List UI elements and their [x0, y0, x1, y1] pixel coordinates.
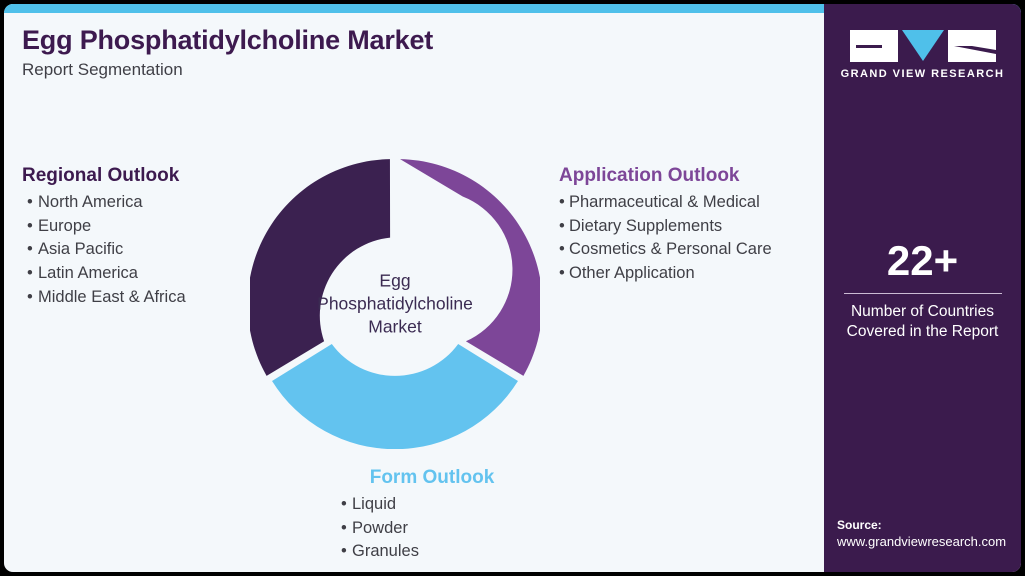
- list-item-label: North America: [38, 192, 143, 211]
- list-item: • North America: [27, 191, 257, 215]
- donut-segment-regional: [250, 159, 391, 376]
- bullet-icon: •: [27, 287, 33, 306]
- gvr-logo-mark-icon: [849, 30, 996, 62]
- regional-outlook-heading: Regional Outlook: [22, 165, 180, 186]
- list-item-label: Pharmaceutical & Medical: [569, 192, 760, 211]
- regional-outlook-list: • North America • Europe • Asia Pacific • La…: [22, 191, 257, 310]
- list-item-label: Granules: [352, 542, 419, 561]
- donut-center-line-1: Egg: [379, 270, 411, 291]
- list-item: •Dietary Supplements: [559, 215, 824, 239]
- bullet-icon: •: [27, 192, 33, 211]
- list-item-label: Europe: [38, 216, 92, 235]
- donut-svg: [250, 159, 540, 449]
- source-block: Source: www.grandviewresearch.com: [837, 517, 1017, 550]
- application-outlook-block: Application Outlook •Pharmaceutical & Me…: [559, 165, 824, 286]
- bullet-icon: •: [27, 240, 33, 259]
- regional-outlook-block: Regional Outlook • North America • Europe …: [22, 165, 257, 310]
- donut-center-label: Egg Phosphatidylcholine Market: [290, 270, 500, 339]
- bullet-icon: •: [559, 240, 565, 259]
- list-item-label: Other Application: [569, 264, 695, 283]
- bullet-icon: •: [341, 518, 347, 537]
- donut-segment-form: [272, 344, 518, 449]
- bullet-icon: •: [27, 264, 33, 283]
- donut-center-line-2: Phosphatidylcholine: [317, 293, 473, 314]
- bullet-icon: •: [341, 542, 347, 561]
- logo-letter-r-icon: [947, 30, 996, 62]
- list-item: •Other Application: [559, 262, 824, 286]
- stat-label-line-1: Number of Countries: [850, 303, 994, 320]
- list-item-label: Liquid: [352, 494, 397, 513]
- list-item: • Middle East & Africa: [27, 286, 257, 310]
- list-item: •Cosmetics & Personal Care: [559, 238, 824, 262]
- stat-value: 22+: [886, 237, 959, 284]
- list-item-label: Middle East & Africa: [38, 287, 186, 306]
- bullet-icon: •: [559, 192, 565, 211]
- list-item: •Pharmaceutical & Medical: [559, 191, 824, 215]
- application-outlook-list: •Pharmaceutical & Medical •Dietary Suppl…: [559, 191, 824, 286]
- list-item: • Europe: [27, 215, 257, 239]
- bullet-icon: •: [27, 216, 33, 235]
- list-item: • Granules: [341, 540, 542, 564]
- bullet-icon: •: [559, 264, 565, 283]
- list-item: • Asia Pacific: [27, 238, 257, 262]
- list-item: • Latin America: [27, 262, 257, 286]
- stat-label: Number of Countries Covered in the Repor…: [824, 302, 1021, 342]
- form-outlook-heading: Form Outlook: [369, 467, 495, 488]
- list-item: • Liquid: [341, 493, 542, 517]
- top-accent-bar: [4, 4, 1021, 13]
- brand-logo: GRAND VIEW RESEARCH: [824, 30, 1021, 80]
- donut-center-line-3: Market: [368, 316, 422, 337]
- countries-stat: 22+ Number of Countries Covered in the R…: [824, 240, 1021, 342]
- list-item-label: Asia Pacific: [38, 240, 124, 259]
- list-item-label: Cosmetics & Personal Care: [569, 240, 772, 259]
- page-subtitle: Report Segmentation: [22, 59, 183, 79]
- brand-sidebar: GRAND VIEW RESEARCH 22+ Number of Countr…: [824, 4, 1021, 572]
- list-item-label: Powder: [352, 518, 408, 537]
- list-item-label: Latin America: [38, 264, 138, 283]
- header: Egg Phosphatidylcholine Market Report Se…: [22, 25, 642, 79]
- form-outlook-list: • Liquid • Powder • Granules: [322, 493, 542, 564]
- form-outlook-block: Form Outlook • Liquid • Powder • Granules: [322, 467, 542, 564]
- logo-letter-v-icon: [901, 30, 944, 61]
- source-url[interactable]: www.grandviewresearch.com: [837, 534, 1007, 549]
- logo-wordmark: GRAND VIEW RESEARCH: [840, 68, 1005, 80]
- page-title: Egg Phosphatidylcholine Market: [22, 25, 434, 55]
- application-outlook-heading: Application Outlook: [559, 165, 740, 186]
- logo-letter-g-icon: [849, 30, 898, 62]
- segmentation-donut-chart: Egg Phosphatidylcholine Market: [250, 159, 540, 449]
- stat-divider: [843, 293, 1002, 294]
- bullet-icon: •: [559, 216, 565, 235]
- bullet-icon: •: [341, 494, 347, 513]
- list-item: • Powder: [341, 517, 542, 541]
- donut-segment-application: [400, 159, 540, 376]
- source-title: Source:: [837, 518, 882, 532]
- stat-label-line-2: Covered in the Report: [846, 323, 999, 340]
- list-item-label: Dietary Supplements: [569, 216, 723, 235]
